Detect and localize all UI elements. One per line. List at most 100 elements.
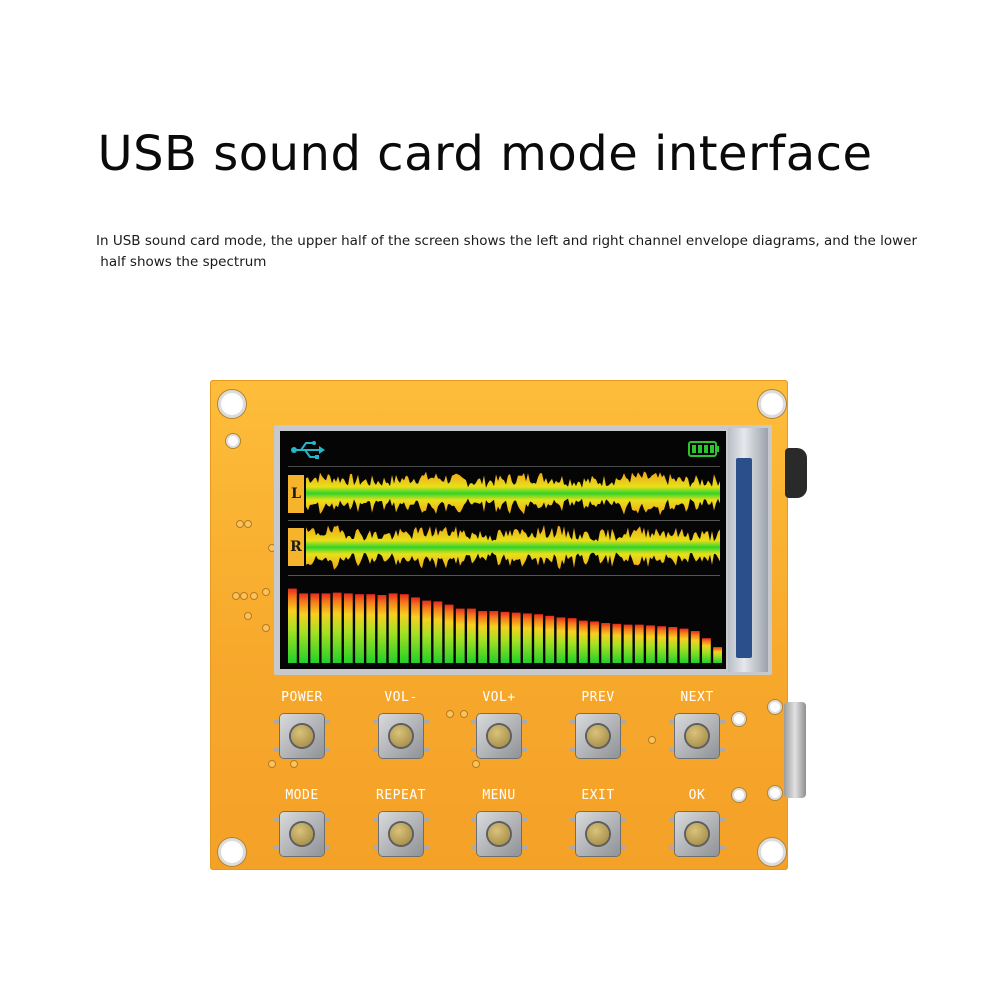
envelope-waveform — [306, 471, 720, 516]
ok-button[interactable] — [669, 806, 725, 862]
usb-icon — [291, 441, 325, 459]
via — [290, 760, 298, 768]
spectrum-bar — [343, 593, 353, 663]
mode-button[interactable] — [274, 806, 330, 862]
spectrum-bar — [567, 618, 577, 663]
exit-label: EXIT — [581, 788, 615, 803]
mounting-hole-top-right — [758, 390, 786, 418]
via — [236, 520, 244, 528]
spectrum-bar — [634, 624, 644, 663]
spectrum-bar — [702, 638, 711, 663]
spectrum-bar — [545, 615, 555, 663]
spectrum-analyzer — [288, 588, 722, 663]
description-line-1: In USB sound card mode, the upper half o… — [96, 233, 918, 249]
exit-button[interactable] — [570, 806, 626, 862]
spectrum-bar — [623, 624, 633, 663]
small-hole — [768, 700, 782, 714]
spectrum-bar — [713, 647, 722, 663]
via — [460, 710, 468, 718]
mounting-hole-bottom-left — [218, 838, 246, 866]
next-button[interactable] — [669, 708, 725, 764]
spectrum-bar — [511, 612, 521, 663]
left-channel-label: L — [288, 475, 304, 513]
via — [648, 736, 656, 744]
status-bar-divider — [288, 466, 720, 467]
spectrum-bar — [422, 600, 432, 663]
via — [244, 520, 252, 528]
right-channel-label: R — [288, 528, 304, 566]
spectrum-bar — [366, 594, 376, 663]
spectrum-bar — [578, 620, 588, 663]
prev-label: PREV — [581, 690, 615, 705]
vol-down-label: VOL- — [384, 690, 418, 705]
via — [262, 588, 270, 596]
menu-label: MENU — [482, 788, 516, 803]
power-label: POWER — [281, 690, 323, 705]
vol-down-button[interactable] — [373, 708, 429, 764]
spectrum-bar — [679, 628, 689, 663]
channel-divider — [288, 520, 720, 521]
next-label: NEXT — [680, 690, 714, 705]
spectrum-bar — [657, 626, 667, 663]
small-hole — [768, 786, 782, 800]
spectrum-bar — [646, 625, 655, 663]
spectrum-bar — [467, 608, 476, 663]
power-button[interactable] — [274, 708, 330, 764]
prev-button[interactable] — [570, 708, 626, 764]
spectrum-bar — [534, 614, 543, 663]
via — [244, 612, 252, 620]
spectrum-bar — [310, 593, 320, 663]
via — [250, 592, 258, 600]
spectrum-bar — [489, 611, 499, 663]
spectrum-bar — [556, 617, 566, 663]
spectrum-bar — [478, 611, 488, 663]
spectrum-bar — [500, 611, 510, 663]
vol-up-label: VOL+ — [482, 690, 516, 705]
ok-label: OK — [688, 788, 706, 803]
spectrum-divider — [288, 575, 720, 576]
mounting-hole-bottom-right — [758, 838, 786, 866]
spectrum-bar — [690, 631, 700, 663]
small-hole — [226, 434, 240, 448]
lcd-screen: L R — [280, 431, 726, 669]
description-line-2: half shows the spectrum — [96, 254, 267, 270]
envelope-waveform — [306, 525, 720, 570]
via — [472, 760, 480, 768]
page-title: USB sound card mode interface — [97, 126, 873, 182]
repeat-label: REPEAT — [376, 788, 426, 803]
audio-jack — [785, 448, 807, 498]
spectrum-bar — [433, 601, 443, 663]
battery-icon — [688, 441, 719, 457]
via — [240, 592, 248, 600]
spectrum-bar — [355, 594, 364, 663]
menu-button[interactable] — [471, 806, 527, 862]
right-channel-envelope — [306, 525, 720, 570]
spectrum-bar — [601, 623, 611, 663]
small-hole — [732, 712, 746, 726]
via — [446, 710, 454, 718]
mounting-hole-top-left — [218, 390, 246, 418]
spectrum-bar — [377, 595, 387, 663]
vol-up-button[interactable] — [471, 708, 527, 764]
spectrum-bar — [399, 594, 409, 663]
spectrum-bar — [522, 613, 532, 663]
mode-label: MODE — [285, 788, 319, 803]
small-hole — [732, 788, 746, 802]
spectrum-bar — [299, 593, 308, 663]
via — [232, 592, 240, 600]
spectrum-bar — [668, 627, 678, 663]
page-description: In USB sound card mode, the upper half o… — [96, 231, 926, 273]
spectrum-bar — [321, 593, 331, 663]
spectrum-bar — [612, 623, 622, 663]
spectrum-bar — [332, 592, 342, 663]
spectrum-bar — [455, 608, 465, 663]
display-flex-cable — [728, 428, 768, 672]
via — [262, 624, 270, 632]
spectrum-bar — [444, 604, 454, 663]
via — [268, 760, 276, 768]
usb-port — [784, 702, 806, 798]
spectrum-bar — [288, 588, 297, 663]
left-channel-envelope — [306, 471, 720, 516]
repeat-button[interactable] — [373, 806, 429, 862]
spectrum-bar — [590, 621, 599, 663]
